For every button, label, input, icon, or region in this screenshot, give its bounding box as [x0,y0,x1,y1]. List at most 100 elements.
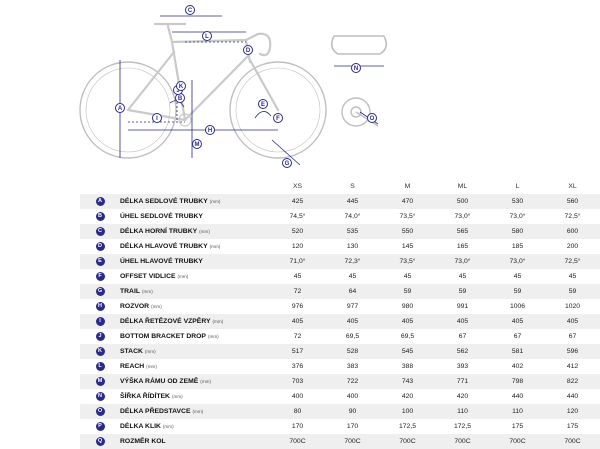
size-value-cell: 470 [401,198,414,205]
row-marker-badge: G [95,287,105,296]
row-label-cell: ÚHEL HLAVOVÉ TRUBKY [120,254,270,269]
row-marker-cell: O [80,404,120,419]
size-value-cell: 67 [458,333,467,340]
size-header-s: S [350,183,355,190]
row-label-cell: DÉLKA ŘETĚZOVÉ VZPĚRY(mm) [120,314,270,329]
diagram-marker: C [185,5,195,15]
size-value-cell: 550 [401,228,414,235]
size-value-cell: 73,0° [454,213,471,220]
row-label-cell: ROZMĚR KOL [120,434,270,449]
size-value-cell: 771 [456,378,469,385]
bike-frame [126,22,280,127]
row-label-cell: ÚHEL SEDLOVÉ TRUBKY [120,209,270,224]
row-unit: (mm) [151,304,162,309]
row-marker-cell: K [80,344,120,359]
diagram-marker: B [175,93,185,103]
size-value-cell: 565 [456,228,469,235]
size-value-cell: 45 [458,273,467,280]
size-value-cell: 45 [348,273,357,280]
size-value-cell: 412 [566,363,579,370]
size-value-cell: 822 [566,378,579,385]
size-value-cell: 581 [511,348,524,355]
row-unit: (mm) [209,199,221,204]
row-marker-badge: M [95,377,105,386]
size-value-cell: 170 [291,423,304,430]
handlebar-detail [330,35,388,67]
size-value-cell: 376 [291,363,304,370]
size-value-cell: 45 [403,273,412,280]
size-value-cell: 59 [513,288,522,295]
diagram-marker-letter: K [179,84,184,90]
diagram-marker-letter: B [178,96,183,102]
size-value-cell: 72 [293,333,302,340]
row-label-cell: REACH(mm) [120,359,270,374]
diagram-marker-letter: M [195,142,200,148]
size-value-cell: 74,5° [289,213,306,220]
size-value-cell: 700C [564,438,581,445]
size-value-cell: 700C [509,438,526,445]
size-value-cell: 175 [511,423,524,430]
size-value-cell: 700C [454,438,471,445]
diagram-marker: H [205,125,215,135]
row-marker-cell: I [80,314,120,329]
size-value-cell: 1006 [509,303,526,310]
size-value-cell: 700C [399,438,416,445]
row-unit: (mm) [171,394,183,399]
size-value-cell: 67 [568,333,577,340]
diagram-marker: E [258,99,268,109]
row-label: BOTTOM BRACKET DROP [120,333,206,340]
row-unit: (mm) [177,274,189,279]
row-marker-cell: N [80,389,120,404]
diagram-marker-letter: D [246,48,251,54]
size-value-cell: 71,0° [289,258,306,265]
size-value-cell: 1020 [564,303,581,310]
dimension-lines [119,15,301,166]
size-value-cell: 393 [456,363,469,370]
size-header-row: XS S M ML L XL [80,179,600,194]
size-header-xl: XL [568,183,577,190]
size-value-cell: 977 [346,303,359,310]
size-value-cell: 530 [511,198,524,205]
diagram-marker: N [351,63,361,73]
size-value-cell: 700C [289,438,306,445]
size-header-ml: ML [457,183,468,190]
size-value-cell: 130 [346,243,359,250]
size-value-cell: 100 [401,408,414,415]
row-label-cell: OFFSET VIDLICE(mm) [120,269,270,284]
row-label-cell: ŠÍŘKA ŘÍDÍTEK(mm) [120,389,270,404]
size-value-cell: 165 [456,243,469,250]
size-value-cell: 580 [511,228,524,235]
size-value-cell: 743 [401,378,414,385]
size-value-cell: 73,5° [399,213,416,220]
row-label: DÉLKA HLAVOVÉ TRUBKY [120,243,208,250]
diagram-marker-letter: O [370,116,375,122]
size-header-l: L [515,183,520,190]
row-label-cell: VÝŠKA RÁMU OD ZEMĚ(mm) [120,374,270,389]
size-value-cell: 74,0° [344,213,361,220]
size-value-cell: 517 [291,348,304,355]
size-value-cell: 520 [291,228,304,235]
size-value-cell: 405 [566,318,579,325]
diagram-marker: G [282,158,292,168]
row-marker-badge: L [95,362,105,371]
size-value-cell: 405 [456,318,469,325]
size-value-cell: 72,5° [564,258,581,265]
diagram-marker-circle [273,113,283,123]
size-value-cell: 145 [401,243,414,250]
row-label: TRAIL [120,288,141,295]
size-value-cell: 110 [512,408,523,415]
row-unit: (mm) [199,229,210,234]
row-label-cell: DÉLKA SEDLOVÉ TRUBKY(mm) [120,194,270,209]
size-value-cell: 600 [566,228,579,235]
diagram-marker: O [367,113,377,123]
size-value-cell: 69,5 [400,333,415,340]
